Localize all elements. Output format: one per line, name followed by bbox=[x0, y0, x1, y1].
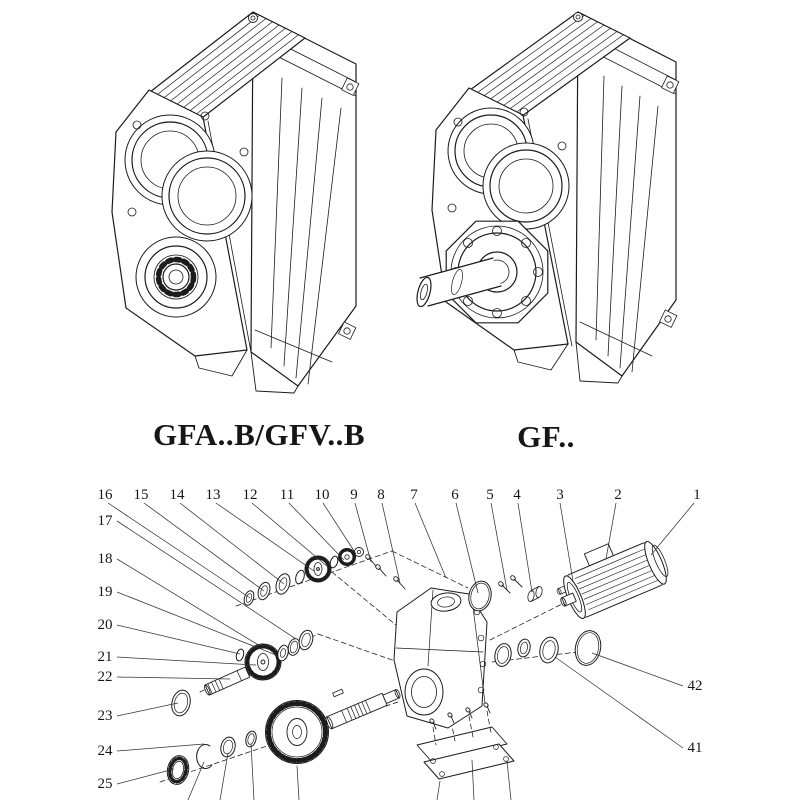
leader-line-20 bbox=[116, 624, 241, 655]
cover-gasket bbox=[416, 726, 508, 763]
part-number-20: 20 bbox=[98, 617, 113, 633]
leader-line-9 bbox=[354, 502, 372, 563]
leader-line-22 bbox=[116, 676, 231, 680]
gearbox-drawing-left bbox=[111, 11, 360, 394]
leader-line-3 bbox=[559, 502, 574, 582]
leader-line-7 bbox=[414, 502, 447, 579]
cover-assembly bbox=[416, 702, 515, 780]
part-number-21: 21 bbox=[98, 649, 113, 665]
leader-line-8 bbox=[381, 502, 401, 584]
part-number-22: 22 bbox=[98, 669, 113, 685]
leader-line-42 bbox=[591, 652, 684, 687]
leader-line-16 bbox=[107, 502, 251, 599]
leader-line-6 bbox=[455, 502, 479, 594]
cover-plate bbox=[423, 743, 515, 780]
leader-line-12 bbox=[251, 502, 329, 568]
part-number-19: 19 bbox=[98, 584, 113, 600]
part-number-23: 23 bbox=[98, 708, 113, 724]
leader-line-25 bbox=[116, 768, 175, 785]
part-number-9: 9 bbox=[350, 487, 358, 503]
leader-line-18 bbox=[116, 558, 261, 647]
part-number-15: 15 bbox=[134, 487, 149, 503]
part-number-13: 13 bbox=[206, 487, 221, 503]
leader-line-5 bbox=[490, 502, 508, 591]
leader-line-10 bbox=[322, 502, 357, 555]
leader-line-15 bbox=[143, 502, 265, 592]
cooling-fins-left bbox=[156, 14, 299, 116]
snap-ring bbox=[196, 744, 213, 769]
output-bearing bbox=[166, 755, 190, 785]
part-number-24: 24 bbox=[98, 743, 114, 759]
part-number-5: 5 bbox=[486, 487, 494, 503]
model-label-right: GF.. bbox=[517, 419, 575, 454]
leader-line-41 bbox=[554, 656, 684, 749]
part-number-8: 8 bbox=[377, 487, 385, 503]
model-label-left: GFA..B/GFV..B bbox=[152, 417, 366, 452]
cover-bolts bbox=[429, 702, 491, 730]
part-number-14: 14 bbox=[170, 487, 186, 503]
intermediate-shaft-parts bbox=[171, 629, 314, 717]
leader-line-23 bbox=[116, 702, 179, 717]
small-pinion bbox=[338, 548, 356, 566]
small-bolts-upper bbox=[365, 554, 406, 590]
part-number-10: 10 bbox=[315, 487, 330, 503]
output-shaft bbox=[325, 689, 401, 730]
cooling-fins-right bbox=[476, 14, 624, 114]
leader-line-21 bbox=[116, 656, 257, 666]
intermediate-gear bbox=[244, 643, 282, 681]
output-shaft-parts bbox=[166, 688, 401, 785]
motor-side-rings bbox=[494, 630, 602, 667]
part-number-4: 4 bbox=[513, 487, 521, 503]
part-number-17: 17 bbox=[98, 513, 114, 529]
part-number-12: 12 bbox=[243, 487, 258, 503]
input-gear bbox=[304, 555, 332, 583]
gearbox-drawing-right bbox=[416, 11, 680, 384]
part-number-18: 18 bbox=[98, 551, 113, 567]
part-number-25: 25 bbox=[98, 776, 113, 792]
cutoff-leader-lines bbox=[187, 743, 512, 800]
part-number-6: 6 bbox=[451, 487, 459, 503]
exploded-view-drawing bbox=[159, 540, 669, 800]
part-number-16: 16 bbox=[98, 487, 114, 503]
input-shaft-parts bbox=[243, 547, 406, 606]
housing-drawing bbox=[393, 587, 488, 729]
leader-line-1 bbox=[650, 502, 695, 556]
shaft-key bbox=[332, 688, 344, 698]
leader-line-11 bbox=[288, 502, 345, 561]
leader-line-13 bbox=[215, 502, 315, 572]
motor-drawing bbox=[560, 540, 669, 620]
leader-line-4 bbox=[517, 502, 533, 593]
part-number-11: 11 bbox=[280, 487, 294, 503]
leader-line-2 bbox=[605, 502, 617, 560]
part-number-1: 1 bbox=[693, 487, 701, 503]
output-gear bbox=[265, 700, 329, 764]
leader-line-19 bbox=[116, 591, 277, 656]
bearing-rollers bbox=[155, 256, 197, 298]
part-number-3: 3 bbox=[556, 487, 564, 503]
part-number-2: 2 bbox=[614, 487, 622, 503]
leader-line-17 bbox=[116, 520, 297, 640]
part-number-41: 41 bbox=[688, 740, 703, 756]
leader-line-24 bbox=[116, 743, 205, 752]
part-number-7: 7 bbox=[410, 487, 418, 503]
leader-line-14 bbox=[179, 502, 285, 585]
part-number-42: 42 bbox=[688, 678, 703, 694]
